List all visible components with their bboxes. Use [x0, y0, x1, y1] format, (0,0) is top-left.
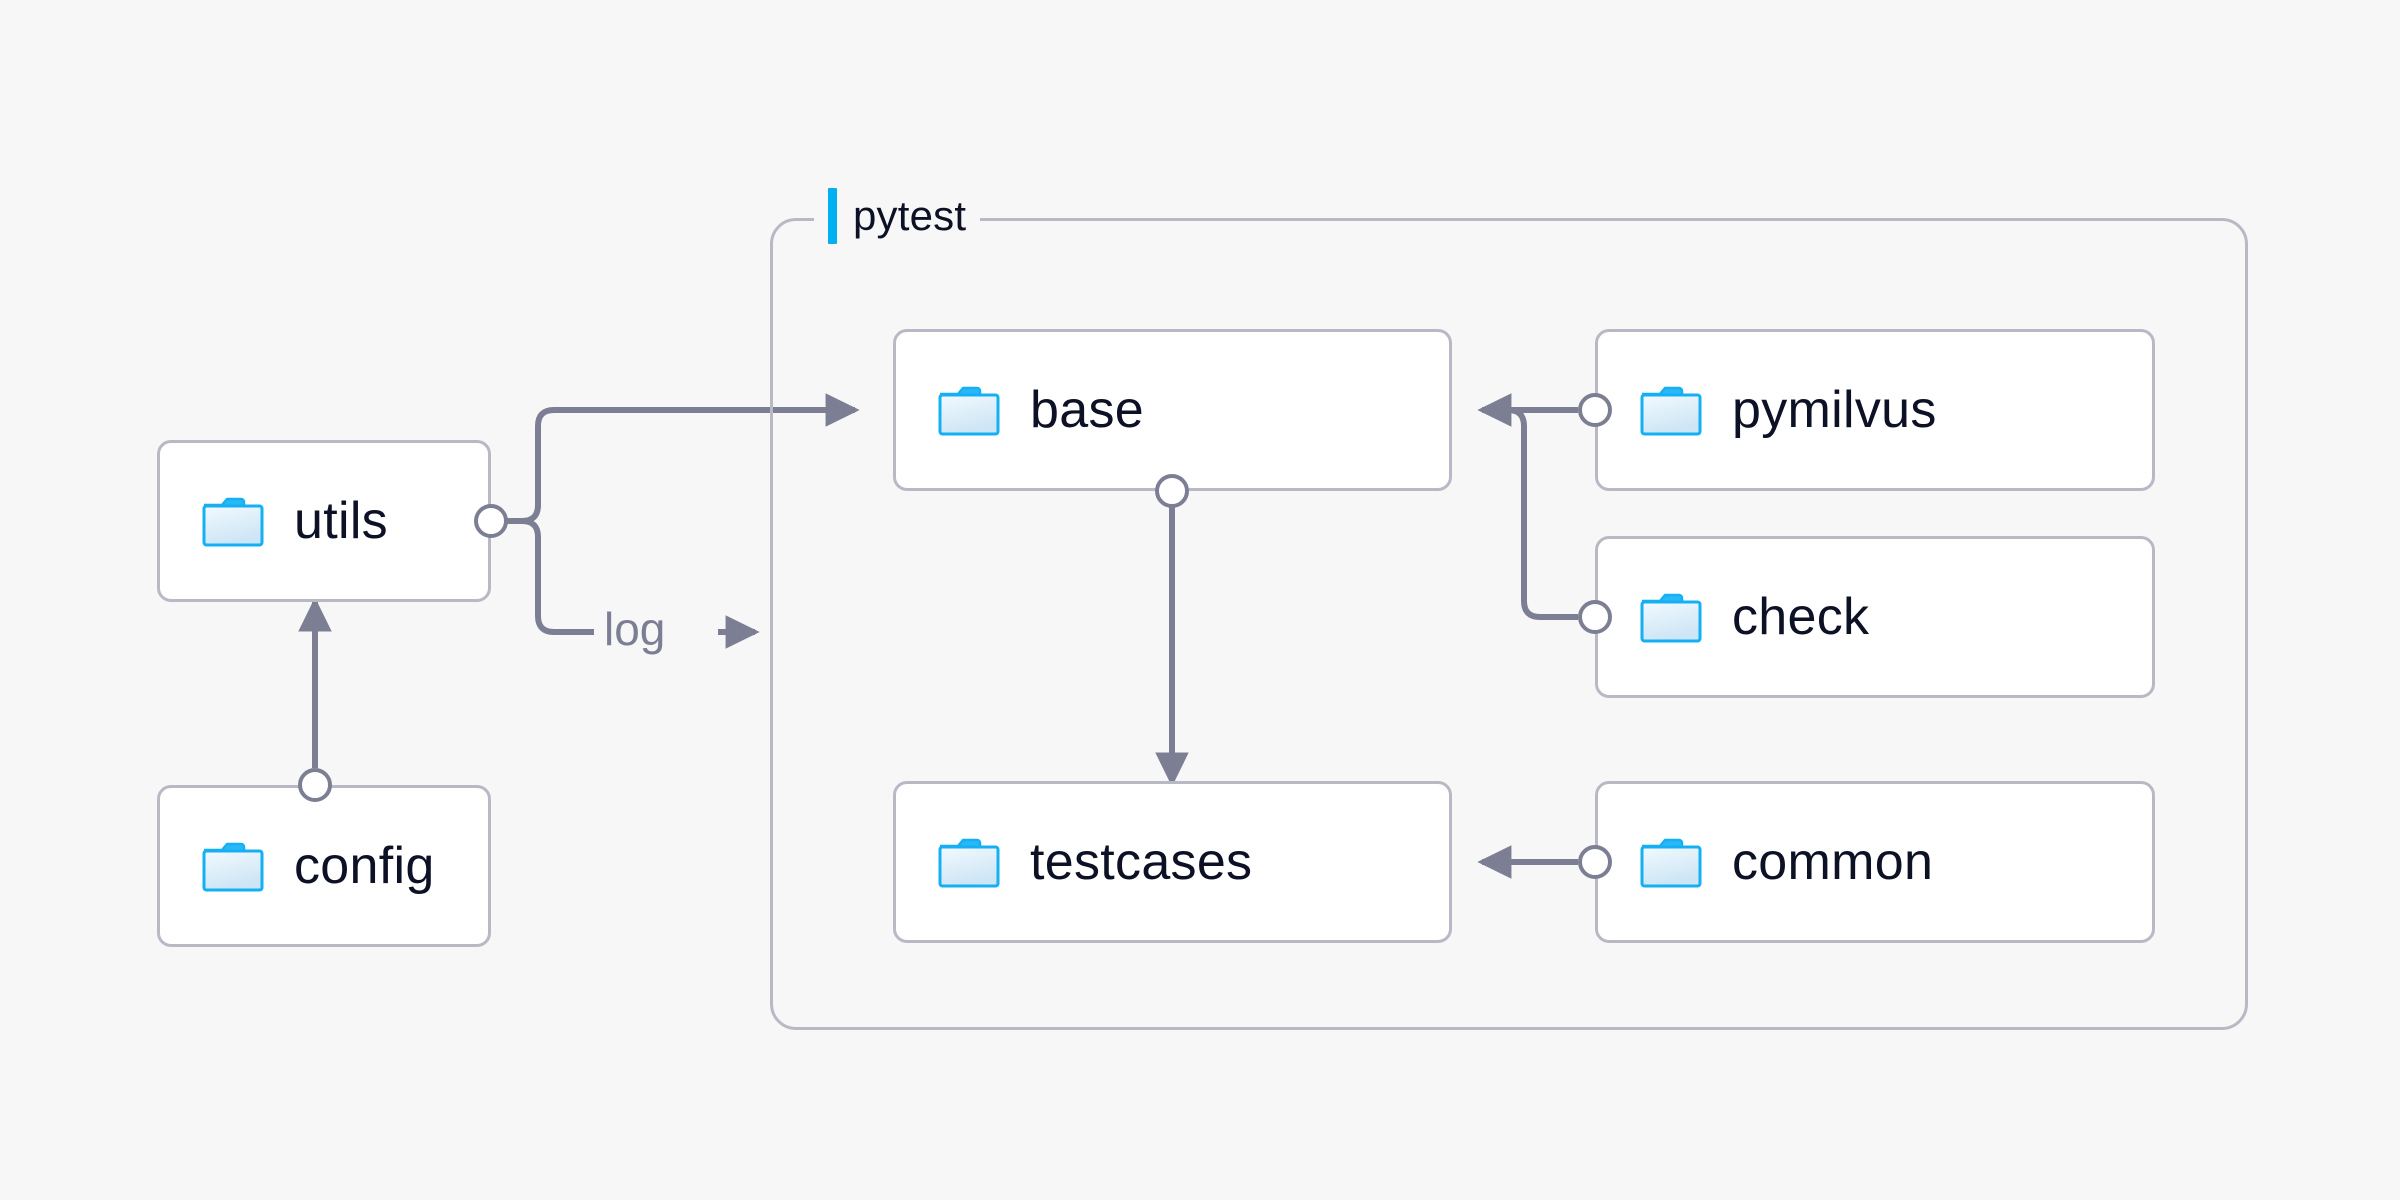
group-title-label: pytest: [853, 192, 967, 239]
node-base[interactable]: base: [893, 329, 1452, 491]
folder-icon: [202, 840, 264, 892]
node-label: config: [294, 837, 435, 895]
node-common[interactable]: common: [1595, 781, 2155, 943]
edge-utils-to-log: [491, 518, 594, 635]
port-pymilvus-left[interactable]: [1578, 393, 1612, 427]
node-testcases[interactable]: testcases: [893, 781, 1452, 943]
port-config-top[interactable]: [298, 768, 332, 802]
node-label: pymilvus: [1732, 381, 1937, 439]
port-utils-right[interactable]: [474, 504, 508, 538]
group-pytest-title: pytest: [814, 188, 981, 244]
port-common-left[interactable]: [1578, 845, 1612, 879]
folder-icon: [938, 384, 1000, 436]
edge-label-log: log: [604, 603, 666, 655]
node-label: common: [1732, 833, 1934, 891]
node-label: check: [1732, 588, 1870, 646]
port-base-bottom[interactable]: [1155, 474, 1189, 508]
folder-icon: [1640, 836, 1702, 888]
node-utils[interactable]: utils: [157, 440, 491, 602]
port-check-left[interactable]: [1578, 600, 1612, 634]
folder-icon: [1640, 591, 1702, 643]
node-config[interactable]: config: [157, 785, 491, 947]
node-pymilvus[interactable]: pymilvus: [1595, 329, 2155, 491]
folder-icon: [1640, 384, 1702, 436]
node-check[interactable]: check: [1595, 536, 2155, 698]
node-label: base: [1030, 381, 1144, 439]
node-label: testcases: [1030, 833, 1253, 891]
folder-icon: [938, 836, 1000, 888]
node-label: utils: [294, 492, 388, 550]
group-pytest-container[interactable]: [770, 218, 2248, 1030]
group-accent-bar: [828, 188, 837, 244]
folder-icon: [202, 495, 264, 547]
